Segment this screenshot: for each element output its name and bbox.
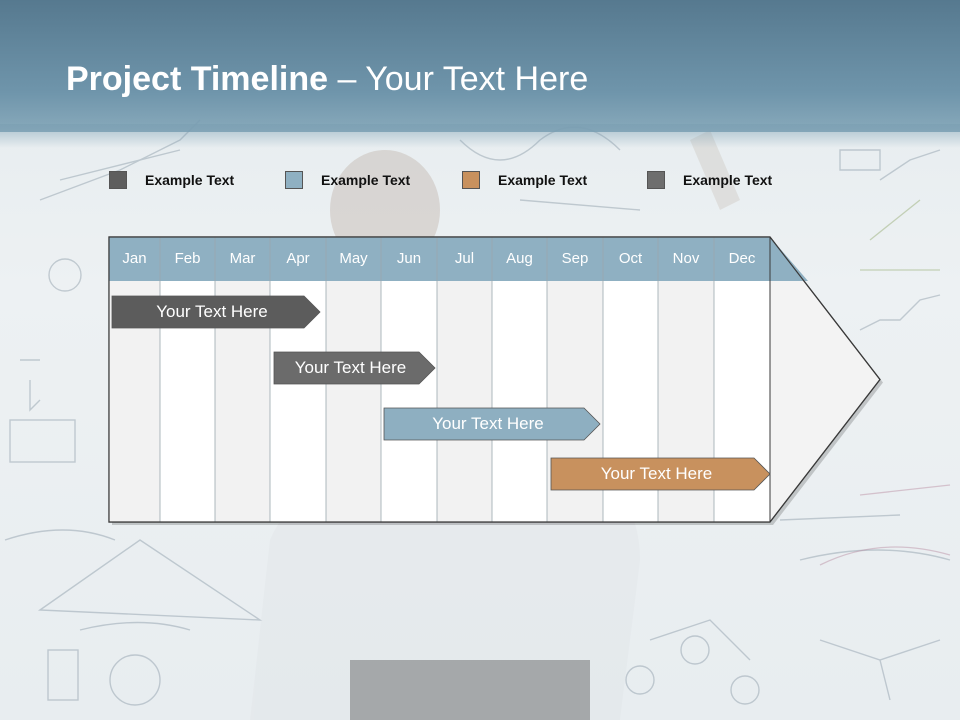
month-label-oct: Oct	[618, 250, 643, 267]
month-header-cell	[326, 237, 381, 281]
month-label-may: May	[339, 250, 368, 267]
month-column	[437, 281, 492, 522]
task-bar-3	[383, 407, 601, 441]
month-header-cell	[215, 237, 270, 281]
legend-label: Example Text	[321, 172, 411, 188]
month-label-dec: Dec	[728, 250, 756, 267]
month-label-aug: Aug	[506, 250, 533, 267]
month-header-cell	[714, 237, 770, 281]
legend-swatch	[285, 171, 303, 189]
month-label-jun: Jun	[396, 250, 422, 267]
task-bar-4	[550, 457, 771, 491]
month-header-cell	[109, 237, 160, 281]
month-header-cell	[492, 237, 547, 281]
task-label-2: Your Text Here	[294, 358, 407, 377]
month-label-mar: Mar	[229, 250, 256, 267]
month-column	[326, 281, 381, 522]
task-bar-1	[111, 295, 321, 329]
month-label-jul: Jul	[454, 250, 475, 267]
title-subtitle: – Your Text Here	[328, 60, 589, 98]
month-header-cell	[658, 237, 714, 281]
month-header-cell	[437, 237, 492, 281]
legend-label: Example Text	[145, 172, 235, 188]
month-label-apr: Apr	[286, 250, 310, 267]
month-header-cell	[381, 237, 437, 281]
month-header-cell	[270, 237, 326, 281]
page-title: Project Timeline – Your Text Here	[66, 60, 588, 99]
task-bar-2	[273, 351, 436, 385]
month-label-sep: Sep	[561, 250, 589, 267]
legend-item-4: Example Text	[647, 170, 772, 190]
month-label-nov: Nov	[672, 250, 700, 267]
legend-item-3: Example Text	[462, 170, 587, 190]
month-label-jan: Jan	[122, 250, 147, 267]
legend-label: Example Text	[498, 172, 588, 188]
month-label-feb: Feb	[174, 250, 201, 267]
legend-swatch	[462, 171, 480, 189]
task-label-3: Your Text Here	[432, 414, 544, 433]
title-bold: Project Timeline	[66, 60, 329, 98]
legend-swatch	[109, 171, 127, 189]
legend-item-2: Example Text	[285, 170, 410, 190]
month-header-cell	[603, 237, 658, 281]
legend-label: Example Text	[683, 172, 773, 188]
legend-swatch	[647, 171, 665, 189]
header-arrow-extension	[770, 237, 808, 281]
task-label-1: Your Text Here	[156, 302, 268, 321]
month-column	[492, 281, 547, 522]
month-column	[381, 281, 437, 522]
title-band	[0, 0, 960, 148]
legend-item-1: Example Text	[109, 170, 234, 190]
month-header-cell	[547, 237, 603, 281]
timeline-border	[108, 236, 881, 523]
task-label-4: Your Text Here	[600, 464, 713, 483]
month-header-cell	[160, 237, 215, 281]
